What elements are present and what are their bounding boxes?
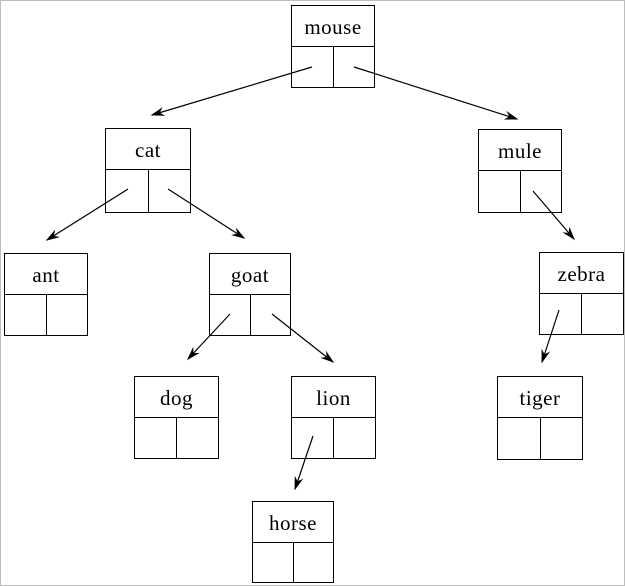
right-pointer-cell — [582, 294, 623, 334]
node-label-ant: ant — [5, 254, 87, 295]
tree-node-horse: horse — [252, 501, 334, 583]
tree-node-goat: goat — [209, 253, 291, 336]
pointer-cells — [292, 418, 375, 458]
left-pointer-cell — [292, 47, 334, 87]
left-pointer-cell — [5, 295, 47, 335]
node-label-goat: goat — [210, 254, 290, 295]
pointer-cells — [498, 418, 582, 459]
left-pointer-cell — [210, 295, 251, 335]
pointer-cells — [253, 543, 333, 582]
node-label-mule: mule — [479, 130, 561, 171]
left-pointer-cell — [498, 418, 541, 459]
tree-node-ant: ant — [4, 253, 88, 336]
tree-node-tiger: tiger — [497, 376, 583, 460]
node-label-horse: horse — [253, 502, 333, 543]
right-pointer-cell — [294, 543, 334, 582]
node-label-zebra: zebra — [540, 253, 623, 294]
right-pointer-cell — [177, 418, 218, 458]
tree-node-zebra: zebra — [539, 252, 624, 335]
tree-node-mule: mule — [478, 129, 562, 213]
tree-node-cat: cat — [105, 128, 191, 213]
left-pointer-cell — [479, 171, 521, 212]
node-label-lion: lion — [292, 377, 375, 418]
node-label-cat: cat — [106, 129, 190, 170]
node-label-dog: dog — [135, 377, 218, 418]
right-pointer-cell — [251, 295, 291, 335]
node-label-tiger: tiger — [498, 377, 582, 418]
tree-node-mouse: mouse — [291, 5, 375, 88]
node-label-mouse: mouse — [292, 6, 374, 47]
right-pointer-cell — [47, 295, 88, 335]
right-pointer-cell — [149, 170, 191, 212]
pointer-cells — [210, 295, 290, 335]
right-pointer-cell — [541, 418, 583, 459]
tree-node-dog: dog — [134, 376, 219, 459]
left-pointer-cell — [253, 543, 294, 582]
left-pointer-cell — [106, 170, 149, 212]
pointer-cells — [5, 295, 87, 335]
pointer-cells — [479, 171, 561, 212]
tree-node-lion: lion — [291, 376, 376, 459]
left-pointer-cell — [292, 418, 334, 458]
edge-mouse-left-cat — [150, 66, 313, 116]
left-pointer-cell — [540, 294, 582, 334]
right-pointer-cell — [334, 47, 375, 87]
pointer-cells — [292, 47, 374, 87]
right-pointer-cell — [521, 171, 562, 212]
pointer-cells — [106, 170, 190, 212]
pointer-cells — [540, 294, 623, 334]
right-pointer-cell — [334, 418, 375, 458]
edge-mouse-right-mule — [353, 66, 519, 120]
left-pointer-cell — [135, 418, 177, 458]
pointer-cells — [135, 418, 218, 458]
